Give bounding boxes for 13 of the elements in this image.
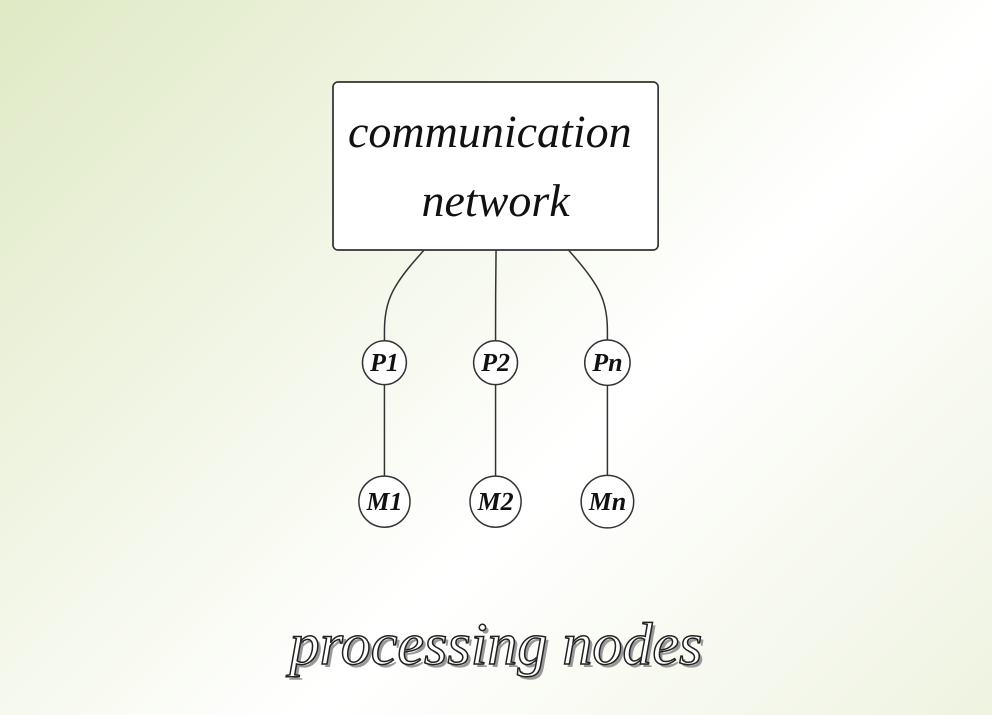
caption-text: processing nodes [0,610,992,679]
node-circle: P2 [473,340,519,386]
connector [384,384,386,476]
connector [384,250,425,341]
node-circle: P1 [362,340,408,386]
node-circle: Mn [580,474,635,529]
connector [495,384,497,476]
node-circle: M2 [470,475,522,528]
connector [607,385,609,476]
connector [495,250,498,341]
node-circle: M1 [358,475,412,528]
connector [568,250,609,340]
node-circle: Pn [584,339,632,386]
